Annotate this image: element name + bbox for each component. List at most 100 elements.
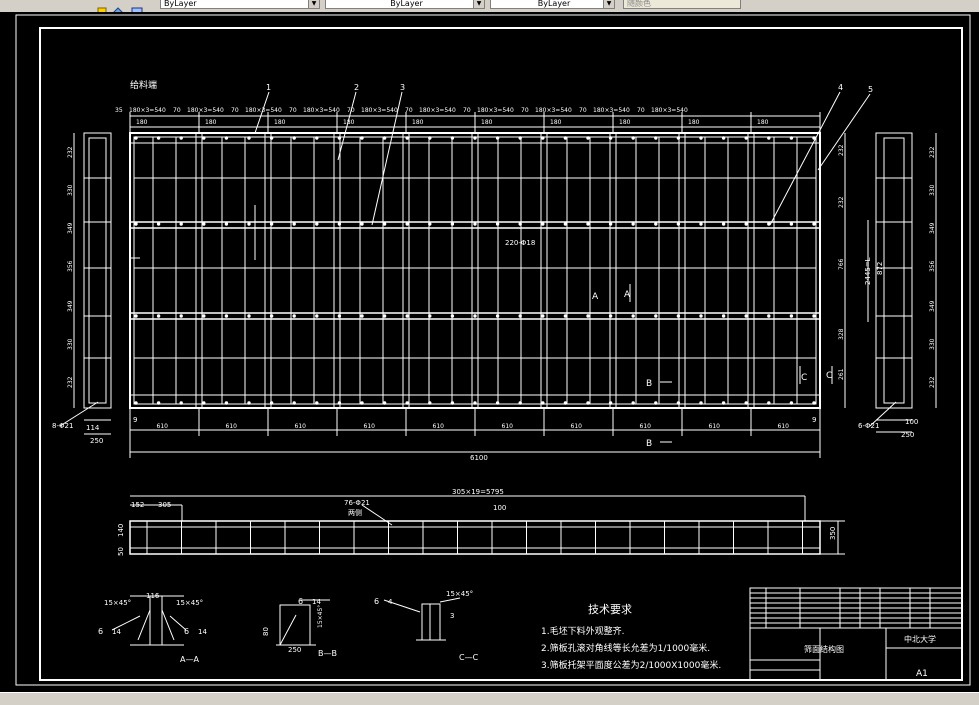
top-dim-14: 70 bbox=[521, 107, 529, 114]
bolt-hole bbox=[721, 401, 726, 405]
bolt-hole bbox=[473, 401, 477, 405]
tech-req-title: 技术要求 bbox=[588, 603, 632, 616]
right-dim-0: 232 bbox=[838, 144, 845, 156]
match-layer-icon[interactable] bbox=[131, 0, 143, 15]
top-dim-2: 70 bbox=[173, 107, 181, 114]
left-view-dim-4: 349 bbox=[67, 300, 74, 312]
bolt-hole bbox=[699, 136, 703, 140]
title-block-frame bbox=[749, 587, 963, 681]
callout-4: 4 bbox=[838, 83, 843, 92]
bottom-dim-0: 610 bbox=[157, 423, 169, 430]
layer-state-icon[interactable] bbox=[111, 0, 125, 14]
screen-outer-frame bbox=[129, 132, 821, 409]
lower-top-dim: 305×19=5795 bbox=[452, 488, 504, 496]
sub-dim-4: 180 bbox=[412, 119, 424, 126]
right-view-dim-5: 330 bbox=[929, 338, 936, 350]
bolt-hole bbox=[315, 401, 319, 405]
top-dim-11: 180×3=540 bbox=[419, 107, 456, 114]
bolt-hole bbox=[156, 222, 161, 226]
chevron-down-icon[interactable]: ▼ bbox=[603, 0, 614, 8]
side-view-frame bbox=[129, 520, 821, 555]
bolt-hole bbox=[473, 136, 477, 140]
bolt-hole bbox=[518, 314, 522, 318]
bolt-hole bbox=[699, 222, 703, 226]
lower-note: 76-Φ21 bbox=[344, 499, 370, 507]
screen-inner-frame bbox=[133, 136, 817, 405]
section-aa-chamfer-left: 15×45° bbox=[104, 599, 131, 607]
right-dim-3: 328 bbox=[838, 328, 845, 340]
bolt-hole bbox=[608, 222, 613, 226]
lower-side-50: 50 bbox=[117, 547, 125, 556]
linetype-combo-value: ByLayer bbox=[390, 0, 423, 8]
bolt-hole bbox=[202, 222, 206, 226]
bolt-hole bbox=[789, 222, 794, 226]
lower-side-140: 140 bbox=[117, 524, 125, 537]
section-mark-a2: A bbox=[624, 290, 631, 300]
bolt-hole bbox=[518, 222, 522, 226]
top-dim-12: 70 bbox=[463, 107, 471, 114]
left-view-dim-3: 356 bbox=[67, 260, 74, 272]
bolt-hole bbox=[789, 401, 794, 405]
section-bb-weld-n: 14 bbox=[312, 598, 321, 606]
tech-req-item-3: 3.筛板托架平面度公差为2/1000X1000毫米. bbox=[541, 659, 721, 671]
bolt-hole bbox=[744, 136, 748, 140]
bolt-hole bbox=[292, 136, 296, 140]
bolt-hole bbox=[495, 401, 500, 405]
lineweight-combo[interactable]: ByLayer ▼ bbox=[490, 0, 615, 9]
bolt-hole bbox=[541, 401, 545, 405]
top-dim-0: 35 bbox=[115, 107, 123, 114]
section-mark-b2: B bbox=[646, 439, 652, 449]
right-view-dim-6: 232 bbox=[929, 376, 936, 388]
section-mark-c2: C bbox=[826, 371, 832, 381]
feed-end-label: 给料端 bbox=[130, 79, 157, 91]
top-dim-4: 70 bbox=[231, 107, 239, 114]
section-bb-dim-80: 80 bbox=[262, 627, 270, 636]
bolt-hole bbox=[428, 222, 432, 226]
section-aa-weld-left-n: 14 bbox=[112, 628, 121, 636]
right-view-dim-3: 356 bbox=[929, 260, 936, 272]
bolt-hole bbox=[586, 314, 590, 318]
bolt-hole bbox=[495, 136, 500, 140]
callout-1: 1 bbox=[266, 83, 271, 92]
bolt-hole bbox=[202, 136, 206, 140]
bolt-hole bbox=[812, 222, 816, 226]
color-combo[interactable]: ByLayer ▼ bbox=[160, 0, 320, 9]
top-dim-8: 70 bbox=[347, 107, 355, 114]
bolt-hole bbox=[631, 314, 635, 318]
chevron-down-icon[interactable]: ▼ bbox=[473, 0, 484, 8]
top-dim-19: 180×3=540 bbox=[651, 107, 688, 114]
bolt-hole bbox=[179, 136, 183, 140]
top-dim-6: 70 bbox=[289, 107, 297, 114]
lower-note-leader bbox=[361, 504, 393, 526]
layer-icon[interactable] bbox=[96, 0, 108, 15]
bolt-hole bbox=[450, 314, 455, 318]
bottom-dim-8: 610 bbox=[709, 423, 721, 430]
bolt-hole bbox=[654, 401, 658, 405]
section-mark-a1: A bbox=[592, 292, 599, 302]
bolt-hole bbox=[654, 222, 658, 226]
bolt-hole bbox=[744, 314, 748, 318]
chevron-down-icon[interactable]: ▼ bbox=[308, 0, 319, 8]
bolt-hole bbox=[563, 401, 568, 405]
plotstyle-combo[interactable]: 随颜色 bbox=[623, 0, 741, 9]
right-view-dim-0: 232 bbox=[929, 146, 936, 158]
bolt-hole bbox=[654, 314, 658, 318]
bolt-hole bbox=[405, 401, 409, 405]
bottom-dim-7: 610 bbox=[640, 423, 652, 430]
bolt-hole bbox=[699, 401, 703, 405]
section-aa-weld-left: 6 bbox=[98, 627, 103, 636]
bolt-hole bbox=[292, 222, 296, 226]
linetype-combo[interactable]: ByLayer ▼ bbox=[325, 0, 485, 9]
bottom-dim-1: 610 bbox=[226, 423, 238, 430]
bolt-hole bbox=[744, 401, 748, 405]
left-view-leader bbox=[59, 401, 99, 427]
bolt-hole bbox=[156, 314, 161, 318]
top-dim-10: 70 bbox=[405, 107, 413, 114]
left-view-dim-0: 232 bbox=[67, 146, 74, 158]
cc-profile bbox=[421, 603, 441, 641]
top-dim-9: 180×3=540 bbox=[361, 107, 398, 114]
section-cc-dim: 3 bbox=[450, 612, 454, 620]
color-combo-value: ByLayer bbox=[164, 0, 197, 8]
